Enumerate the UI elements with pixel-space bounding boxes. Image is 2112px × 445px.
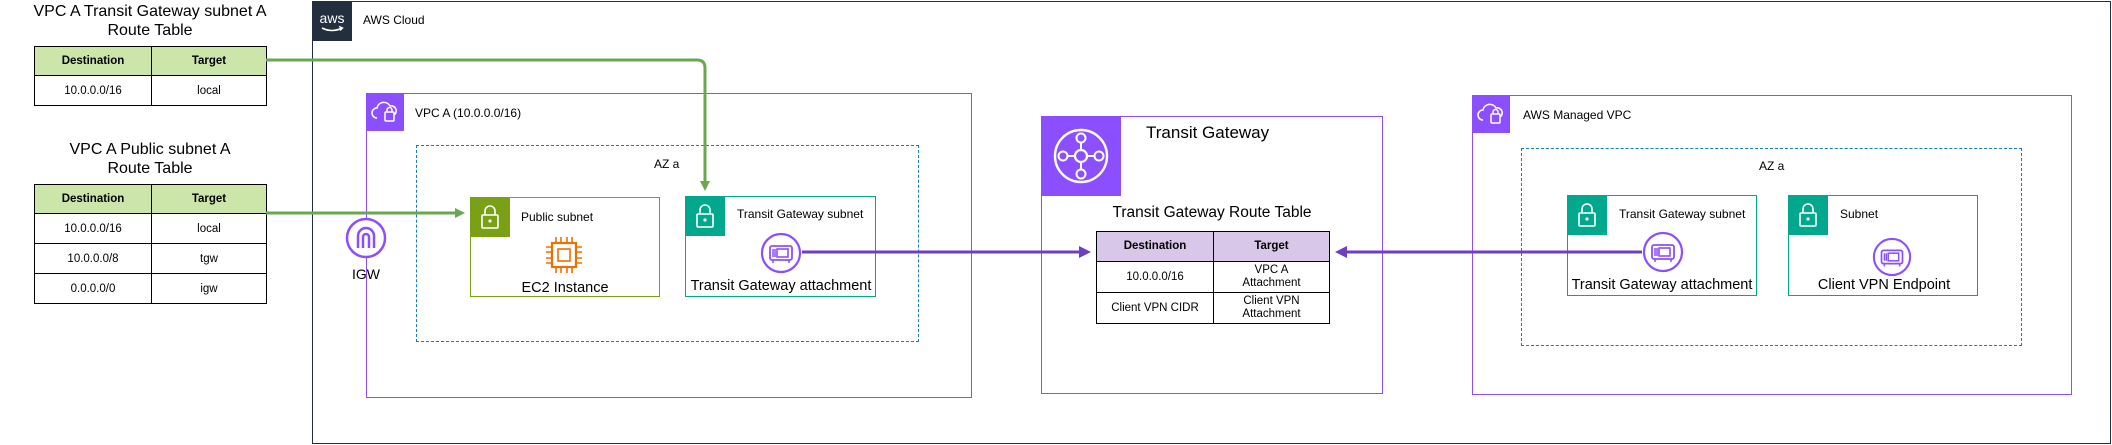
transit-gateway-label: Transit Gateway [1146, 123, 1270, 142]
table-header-row: Destination Target [34, 46, 267, 76]
column-header-destination: Destination [34, 184, 152, 214]
table-cell-target: Client VPN Attachment [1213, 292, 1330, 324]
tgw-subnet-route-table: Destination Target 10.0.0.0/16 local [34, 46, 267, 106]
table-row: 10.0.0.0/8 tgw [34, 243, 267, 274]
tgw-subnet-route-table-title-line1: VPC A Transit Gateway subnet A [33, 3, 267, 20]
igw-label: IGW [352, 266, 380, 282]
public-subnet-route-table: Destination Target 10.0.0.0/16 local 10.… [34, 184, 267, 304]
transit-gateway-group [1041, 116, 1383, 394]
managed-tgw-subnet-label: Transit Gateway subnet [1619, 207, 1746, 221]
table-cell-destination: Client VPN CIDR [1096, 292, 1214, 324]
vpc-a-tgw-attachment-label: Transit Gateway attachment [690, 278, 872, 294]
managed-tgw-subnet-lock-icon [1567, 195, 1607, 235]
vpc-a-label: VPC A (10.0.0.0/16) [415, 106, 522, 120]
client-vpn-subnet-lock-icon [1788, 195, 1828, 235]
vpc-a-tgw-attachment-icon [760, 232, 802, 274]
column-header-destination: Destination [34, 46, 152, 76]
client-vpn-endpoint-label: Client VPN Endpoint [1817, 277, 1951, 293]
vpc-a-tgw-subnet-lock-icon [685, 196, 725, 236]
table-cell-target: VPC A Attachment [1213, 261, 1330, 293]
igw-icon [345, 217, 387, 259]
ec2-instance-icon [542, 233, 586, 277]
table-cell-target-line1: Client VPN [1243, 295, 1300, 307]
vpc-a-az-label: AZ a [654, 157, 680, 171]
column-header-target: Target [151, 184, 267, 214]
table-row: 0.0.0.0/0 igw [34, 273, 267, 304]
public-subnet-route-table-title-line2: Route Table [107, 160, 193, 177]
table-header-row: Destination Target [1096, 231, 1330, 262]
managed-vpc-cloud-icon [1472, 95, 1510, 133]
table-cell-target: local [151, 75, 267, 106]
table-row: 10.0.0.0/16 local [34, 213, 267, 244]
transit-gateway-icon [1041, 116, 1121, 196]
table-header-row: Destination Target [34, 184, 267, 214]
table-cell-target-line2: Attachment [1242, 308, 1301, 320]
table-row: 10.0.0.0/16 VPC A Attachment [1096, 261, 1330, 293]
managed-vpc-az-group [1521, 148, 2022, 346]
aws-cloud-group [312, 1, 2111, 444]
table-cell-target-line1: VPC A [1254, 264, 1289, 276]
managed-vpc-group [1472, 95, 2072, 395]
aws-cloud-label: AWS Cloud [363, 13, 425, 27]
aws-logo-text: aws [320, 10, 345, 26]
table-cell-destination: 10.0.0.0/16 [1096, 261, 1214, 293]
ec2-instance-label: EC2 Instance [521, 280, 609, 296]
column-header-destination: Destination [1096, 231, 1214, 262]
vpc-cloud-icon [366, 93, 404, 131]
client-vpn-subnet-label: Subnet [1840, 207, 1879, 221]
managed-vpc-label: AWS Managed VPC [1523, 108, 1632, 122]
client-vpn-endpoint-icon [1872, 237, 1912, 277]
managed-vpc-az-label: AZ a [1759, 159, 1785, 173]
managed-tgw-attachment-label: Transit Gateway attachment [1571, 277, 1753, 293]
vpc-a-az-group [416, 145, 919, 342]
table-cell-destination: 10.0.0.0/16 [34, 213, 152, 244]
aws-logo-icon: aws [312, 1, 352, 41]
tgw-route-table-title: Transit Gateway Route Table [1112, 204, 1312, 221]
managed-tgw-attachment-icon [1642, 231, 1684, 273]
managed-tgw-subnet-group [1567, 195, 1757, 296]
table-cell-target: igw [151, 273, 267, 304]
table-cell-destination: 0.0.0.0/0 [34, 273, 152, 304]
tgw-route-table: Destination Target 10.0.0.0/16 VPC A Att… [1096, 231, 1330, 324]
tgw-subnet-route-table-title: VPC A Transit Gateway subnet A Route Tab… [0, 2, 300, 40]
table-cell-target-line2: Attachment [1242, 277, 1301, 289]
column-header-target: Target [1213, 231, 1330, 262]
table-row: Client VPN CIDR Client VPN Attachment [1096, 292, 1330, 324]
vpc-a-tgw-subnet-label: Transit Gateway subnet [737, 207, 864, 221]
public-subnet-route-table-title-line1: VPC A Public subnet A [69, 141, 231, 158]
public-subnet-route-table-title: VPC A Public subnet A Route Table [0, 140, 300, 178]
public-subnet-group [470, 197, 660, 297]
table-row: 10.0.0.0/16 local [34, 75, 267, 106]
vpc-a-tgw-subnet-group [685, 196, 876, 297]
public-subnet-label: Public subnet [521, 210, 594, 224]
tgw-subnet-route-table-title-line2: Route Table [107, 22, 193, 39]
public-subnet-lock-icon [470, 197, 510, 237]
client-vpn-subnet-group [1788, 195, 1978, 296]
table-cell-destination: 10.0.0.0/16 [34, 75, 152, 106]
arrow-tgw-table-to-tgw-subnet [266, 58, 710, 191]
column-header-target: Target [151, 46, 267, 76]
